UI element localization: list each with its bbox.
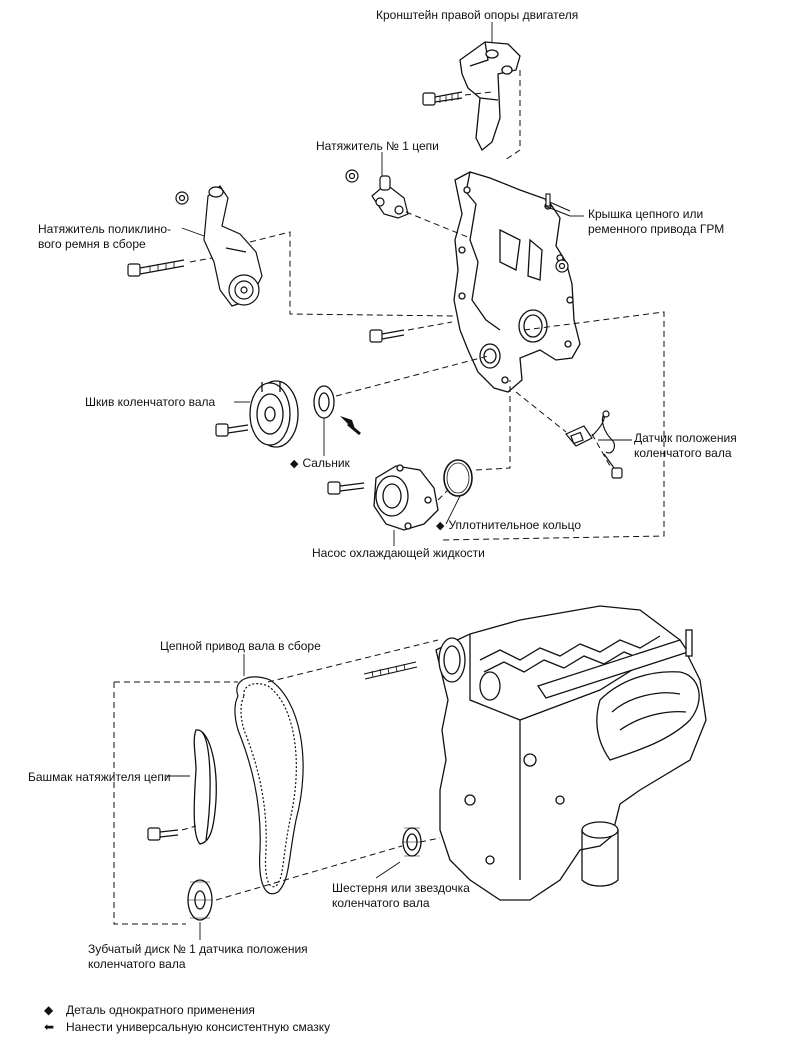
oil-seal-part xyxy=(313,385,335,419)
timing-chain-cover xyxy=(453,171,581,393)
label-ckp-sensor-line2: коленчатого вала xyxy=(634,446,732,460)
o-ring-part xyxy=(443,459,473,497)
sensor-bolt xyxy=(603,453,623,479)
non-reusable-diamond-icon: ◆ xyxy=(436,520,445,532)
label-timing-plate-line1: Зубчатый диск № 1 датчика положения xyxy=(88,942,308,956)
label-water-pump: Насос охлаждающей жидкости xyxy=(312,546,485,560)
label-mount-bracket: Кронштейн правой опоры двигателя xyxy=(376,8,579,22)
label-cover-line1: Крышка цепного или xyxy=(588,207,704,221)
engine-block xyxy=(435,605,707,901)
timing-chain-part xyxy=(234,676,304,895)
label-o-ring-text: Уплотнительное кольцо xyxy=(448,518,582,532)
label-crank-gear-line2: коленчатого вала xyxy=(332,896,430,910)
label-ckp-sensor-line1: Датчик положения xyxy=(634,431,737,445)
legend-non-reusable-text: Деталь однократного применения xyxy=(66,1003,255,1017)
legend-grease-text: Нанести универсальную консистентную смаз… xyxy=(66,1020,331,1034)
cover-stud xyxy=(544,193,571,217)
label-belt-tensioner-line2: вого ремня в сборе xyxy=(38,237,146,251)
label-crank-pulley: Шкив коленчатого вала xyxy=(85,395,216,409)
belt-tensioner-part xyxy=(203,185,263,307)
cover-bolt xyxy=(369,329,405,343)
label-crank-gear-line1: Шестерня или звездочка xyxy=(332,881,470,895)
crankshaft-gear-part xyxy=(402,827,422,857)
legend-non-reusable: ◆ Деталь однократного применения xyxy=(44,1003,255,1018)
label-chain-tensioner: Натяжитель № 1 цепи xyxy=(316,139,439,153)
belt-tensioner-bolt xyxy=(127,259,185,277)
label-timing-plate-line2: коленчатого вала xyxy=(88,957,186,971)
grease-arrow-icon xyxy=(340,416,361,436)
legend-grease: ⬅ Нанести универсальную консистентную сма… xyxy=(44,1020,330,1035)
chain-tensioner-part xyxy=(371,175,409,219)
water-pump-part xyxy=(373,464,439,531)
engine-mount-bracket xyxy=(459,41,521,152)
crank-position-sensor-part xyxy=(565,410,616,454)
crankshaft-pulley-part xyxy=(249,380,299,448)
timing-plate-part xyxy=(187,879,213,921)
leader-lines xyxy=(181,22,632,546)
camshaft-sprocket xyxy=(438,637,501,701)
label-belt-tensioner-line1: Натяжитель поликлино- xyxy=(38,222,172,236)
label-oil-seal-text: Сальник xyxy=(302,456,350,470)
legend-diamond-icon: ◆ xyxy=(44,1003,54,1017)
pulley-bolt xyxy=(215,423,249,437)
non-reusable-diamond-icon: ◆ xyxy=(290,458,299,470)
label-chain-assy: Цепной привод вала в сборе xyxy=(160,639,321,653)
tensioner-nut xyxy=(345,169,359,183)
label-o-ring: ◆Уплотнительное кольцо xyxy=(436,518,581,534)
cover-nut xyxy=(555,259,569,273)
tensioner-shoe-part xyxy=(193,729,217,845)
water-pump-bolt xyxy=(327,481,365,495)
leader-lines-lower xyxy=(166,654,401,940)
belt-tensioner-nut xyxy=(175,191,189,205)
shoe-bolt xyxy=(147,827,179,841)
label-tensioner-shoe: Башмак натяжителя цепи xyxy=(28,770,171,784)
label-oil-seal: ◆Сальник xyxy=(290,456,350,472)
mount-bolt xyxy=(422,91,463,106)
legend-arrow-icon: ⬅ xyxy=(44,1020,55,1034)
label-cover-line2: ременного привода ГРМ xyxy=(588,222,725,236)
guide-stud xyxy=(363,661,418,680)
